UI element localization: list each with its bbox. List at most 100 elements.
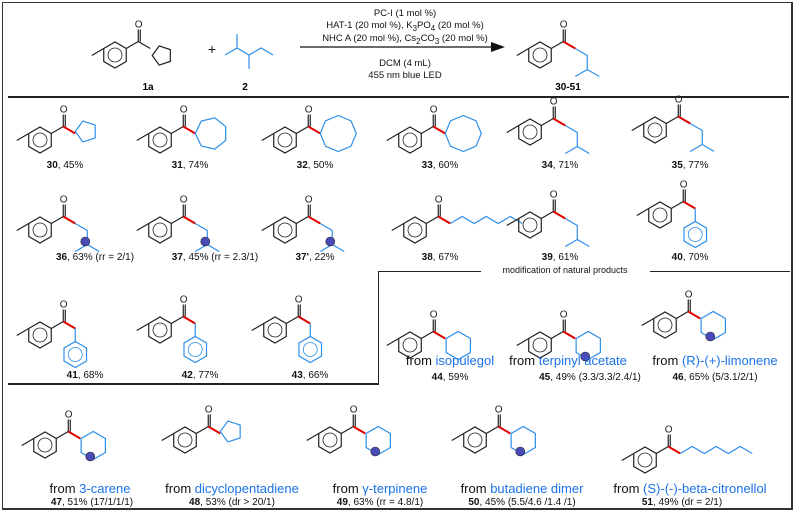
source-label: from terpinyl acetate [509,353,627,368]
compound-label: 30, 45% [47,160,84,171]
aromatic-circle [32,222,48,238]
compound-yield: , 70% [682,252,709,263]
aryl-carbonyl-bond [420,330,434,340]
compound-label: 49, 63% (rr = 4.8/1) [337,497,423,508]
alkenyl-chain [564,124,590,155]
cyclooctene-ring [319,114,357,153]
aromatic-circle [277,222,293,238]
compound-yield: , 63% [347,497,374,508]
new-cc-bond [182,125,196,135]
compound-label: 37', 22% [295,252,334,263]
compound-yield: , 71% [552,160,579,171]
aromatic-circle [302,342,318,357]
from-word: from [652,353,679,368]
compound-ratio: (3.3/3.3/2.4/1) [578,372,641,383]
compound-number: 40 [671,252,683,263]
radical-site-marker [325,236,336,247]
new-cc-bond [182,315,196,325]
aryl-carbonyl-bond [675,310,689,320]
oxygen-atom: O [675,95,683,106]
compound-yield: , 45% [479,497,506,508]
from-word: from [332,481,359,496]
compound-yield: , 67% [432,252,459,263]
compound-yield: , 77% [192,370,219,381]
new-cc-bond [182,215,196,225]
methyl-bond [574,68,588,78]
compound-number: 41 [66,370,78,381]
source-label: from 3-carene [50,481,131,496]
oxygen-atom: O [435,195,443,206]
new-cc-bond [62,215,76,225]
tolyl-ring [148,216,172,244]
aromatic-circle [402,132,418,148]
compound-ratio: (dr > 20/1) [228,497,275,508]
methyl-bond [16,327,30,337]
new-cc-bond [562,40,576,50]
aromatic-circle [522,217,538,233]
tolyl-ring [398,126,422,154]
tolyl-ring [33,431,57,459]
new-cc-bond [687,310,701,320]
new-cc-bond [432,125,446,135]
new-cc-bond [352,425,366,435]
compound-yield: , 53% [200,497,226,508]
section-line-left [378,271,481,272]
tolyl-ring [653,311,677,339]
source-label: from isopulegol [406,353,494,368]
phenyl-ring [183,335,208,364]
compound-ratio: (rr = 2.3/1) [211,252,259,263]
aromatic-circle [267,322,283,338]
compound-label: 40, 70% [672,252,709,263]
compound-number: 37' [295,252,309,263]
radical-site-marker [85,451,96,462]
reagent-label: 1a [142,82,154,93]
compound-number: 31 [171,160,183,171]
tolyl-ring [273,126,297,154]
compound-ratio: (rr = 4.8/1) [376,497,424,508]
natural-product-name: (S)-(-)-beta-citronellol [643,481,767,496]
compound-number: 32 [296,160,308,171]
compound-number: 36 [55,252,68,263]
aromatic-circle [67,347,83,362]
methyl-bond [564,145,578,155]
aromatic-circle [467,432,483,448]
oxygen-atom: O [560,310,568,321]
source-label: from (S)-(-)-beta-citronellol [613,481,766,496]
aryl-carbonyl-bond [50,320,64,330]
natural-product-name: γ-terpinene [362,481,428,496]
natural-product-name: (R)-(+)-limonene [681,353,778,368]
aryl-carbonyl-bond [50,215,64,225]
compound-number: 51 [641,497,653,508]
tolyl-ring [148,316,172,344]
oxygen-atom: O [60,105,68,116]
source-label: from γ-terpinene [333,481,428,496]
compound-yield: , 68% [77,370,104,381]
compound-number: 50 [468,497,480,508]
tolyl-ring [648,201,672,229]
alkenyl-chain [689,122,715,153]
tolyl-ring [643,116,667,144]
methyl-bond [636,207,650,217]
natural-product-name: dicyclopentadiene [194,481,299,496]
compound-label: 33, 60% [422,160,459,171]
tolyl-ring [263,316,287,344]
condition-2: HAT-1 (20 mol %), K3PO4 (20 mol %) [326,20,484,33]
aryl-carbonyl-bond [655,445,669,455]
section-divider-vertical [378,271,379,383]
new-cc-bond [67,430,81,440]
plus-sign: + [207,41,217,57]
compound-label: 46, 65% (5/3.1/2/1) [672,372,757,383]
section-line-right [650,271,790,272]
compound-yield: , 66% [302,370,329,381]
compound-yield: , 45% [57,160,84,171]
compound-label: 39, 61% [542,252,579,263]
aryl-carbonyl-bond [425,215,439,225]
compound-yield: , 77% [682,160,709,171]
aryl-carbonyl-bond [285,315,299,325]
from-word: from [165,481,192,496]
compound-number: 45 [539,372,551,383]
aryl-carbonyl-bond [125,40,139,50]
methyl-bond [161,432,175,442]
